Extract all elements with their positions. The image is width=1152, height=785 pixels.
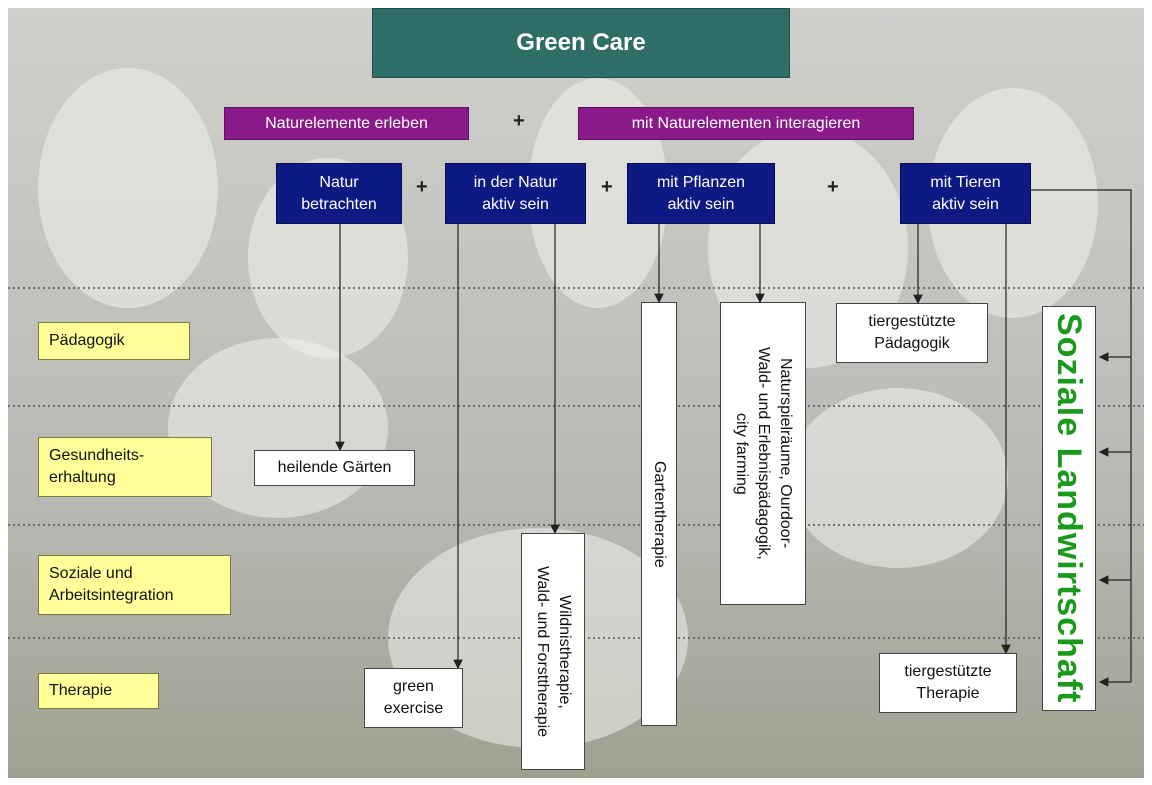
plus-sign: +	[827, 176, 839, 198]
soziale-landwirtschaft-label: Soziale Landwirtschaft	[1050, 313, 1088, 704]
field-gesundheitserhaltung: Gesundheits- erhaltung	[38, 437, 212, 497]
activity-in-der-natur-aktiv-sein: in der Natur aktiv sein	[445, 163, 586, 224]
label-naturelemente-erleben: Naturelemente erleben	[224, 107, 469, 140]
plus-sign: +	[601, 176, 613, 198]
activity-natur-betrachten: Natur betrachten	[276, 163, 402, 224]
outcome-green-exercise: green exercise	[364, 668, 463, 728]
plus-sign: +	[513, 110, 525, 132]
outcome-tiergestuetzte-therapie: tiergestützte Therapie	[879, 653, 1017, 713]
outcome-tiergestuetzte-paedagogik: tiergestützte Pädagogik	[836, 303, 988, 363]
field-paedagogik: Pädagogik	[38, 322, 190, 360]
field-soziale-arbeitsintegration: Soziale und Arbeitsintegration	[38, 555, 231, 615]
outcome-wildnistherapie: Wildnistherapie, Wald- und Forsttherapie	[521, 533, 585, 770]
gartentherapie-text: Gartentherapie	[651, 460, 668, 568]
label-mit-naturelementen-interagieren: mit Naturelementen interagieren	[578, 107, 914, 140]
wildnistherapie-text: Wildnistherapie, Wald- und Forsttherapie	[534, 565, 573, 738]
soziale-landwirtschaft-box: Soziale Landwirtschaft	[1042, 306, 1096, 711]
title-box: Green Care	[372, 8, 790, 78]
naturspielraeume-text: Naturspielräume, Ourdoor- Wald- und Erle…	[733, 347, 794, 560]
bracket-line	[1030, 189, 1132, 682]
activity-mit-tieren-aktiv-sein: mit Tieren aktiv sein	[900, 163, 1031, 224]
plus-sign: +	[416, 176, 428, 198]
goose-shape	[788, 388, 1008, 568]
goose-shape	[38, 68, 218, 308]
outcome-gartentherapie: Gartentherapie	[641, 302, 677, 726]
activity-mit-pflanzen-aktiv-sein: mit Pflanzen aktiv sein	[627, 163, 775, 224]
field-therapie: Therapie	[38, 673, 159, 709]
outcome-naturspielraeume: Naturspielräume, Ourdoor- Wald- und Erle…	[720, 302, 806, 605]
outcome-heilende-gaerten: heilende Gärten	[254, 450, 415, 486]
